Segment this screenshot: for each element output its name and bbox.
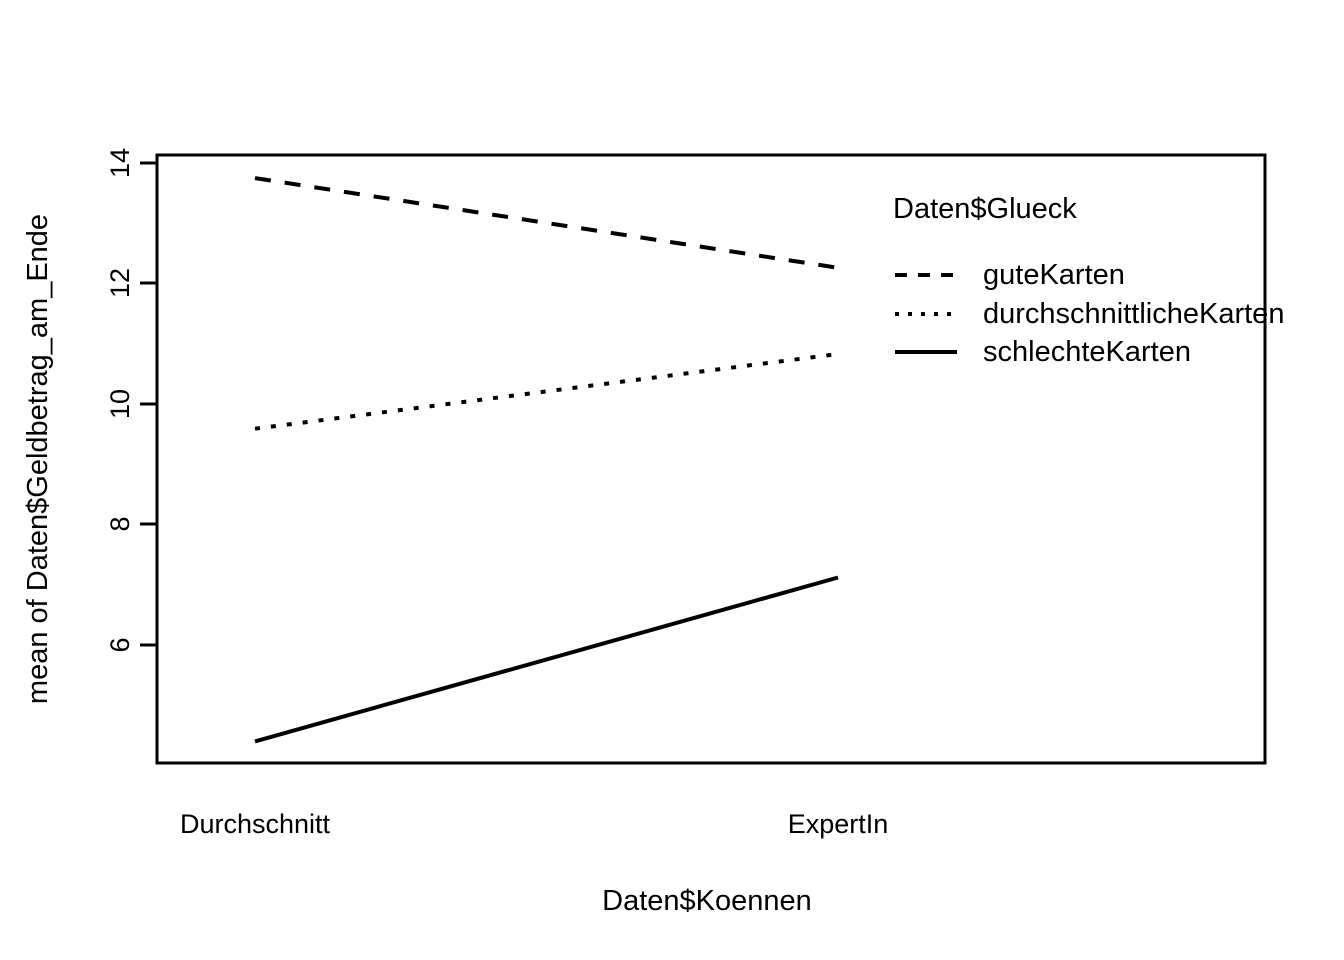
- legend-item-durchschnittlichekarten[interactable]: durchschnittlicheKarten: [895, 298, 1284, 330]
- y-tick-label-10: 10: [105, 389, 135, 419]
- plot-panel-border: [155, 153, 1267, 765]
- y-tick-label-8: 8: [105, 516, 135, 531]
- y-axis-tick-labels: 14 12 10 8 6: [105, 148, 135, 653]
- y-axis-ticks: [140, 161, 157, 647]
- legend-label-schlechtekarten: schlechteKarten: [983, 336, 1191, 368]
- legend-item-schlechtekarten[interactable]: schlechteKarten: [895, 336, 1191, 368]
- legend-label-gutekarten: guteKarten: [983, 259, 1125, 291]
- x-tick-label-expertin: ExpertIn: [788, 809, 889, 839]
- legend-title: Daten$Glueck: [893, 193, 1077, 225]
- series-line-gutekarten: [254, 176, 839, 270]
- x-axis-title: Daten$Koennen: [602, 885, 812, 917]
- legend-item-gutekarten[interactable]: guteKarten: [895, 259, 1125, 291]
- legend-label-durchschnittlichekarten: durchschnittlicheKarten: [983, 298, 1284, 330]
- series-line-schlechtekarten: [254, 575, 839, 744]
- y-tick-label-6: 6: [105, 637, 135, 652]
- legend: Daten$Glueck guteKarten durchschnittlich…: [893, 193, 1284, 368]
- y-tick-label-14: 14: [105, 148, 135, 178]
- series-line-durchschnittlichekarten: [254, 352, 839, 431]
- series-lines: [254, 176, 839, 744]
- x-tick-label-durchschnitt: Durchschnitt: [180, 809, 331, 839]
- y-tick-label-12: 12: [105, 268, 135, 298]
- y-axis-title: mean of Daten$Geldbetrag_am_Ende: [22, 214, 54, 704]
